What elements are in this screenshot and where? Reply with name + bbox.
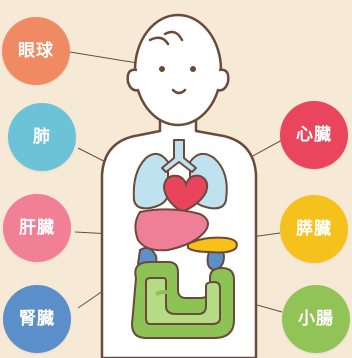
left-eye bbox=[159, 66, 165, 72]
eye-badge: 眼球 bbox=[2, 17, 70, 85]
kidney-label: 腎臓 bbox=[19, 311, 55, 328]
kidney-badge: 腎臓 bbox=[3, 285, 71, 353]
intestine-badge: 小腸 bbox=[282, 285, 350, 353]
right-eye bbox=[190, 66, 196, 72]
pancreas-badge: 膵臓 bbox=[280, 195, 348, 263]
heart-label: 心臓 bbox=[296, 127, 332, 144]
lung-badge: 肺 bbox=[8, 103, 76, 171]
intestine-label: 小腸 bbox=[298, 311, 334, 328]
liver-badge: 肝臓 bbox=[3, 194, 71, 262]
pancreas-label: 膵臓 bbox=[296, 221, 332, 238]
liver-label: 肝臓 bbox=[19, 220, 55, 237]
lung-label: 肺 bbox=[33, 129, 51, 146]
heart-badge: 心臓 bbox=[280, 101, 348, 169]
eye-label: 眼球 bbox=[18, 43, 54, 60]
